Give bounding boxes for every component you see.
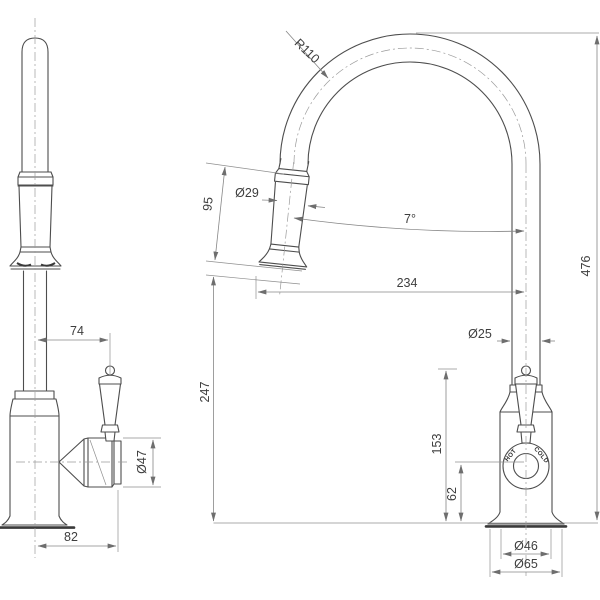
dim-body-diameter-label: Ø46 [514,539,538,553]
front-view: HOT COLD [258,33,568,576]
dim-spout-tube-diameter: Ø25 [468,327,555,344]
dim-spray-head-diameter-label: Ø29 [235,186,259,200]
dim-base-diameter-label: Ø65 [514,557,538,571]
arch-centerline [293,47,527,165]
dim-spout-reach: 234 [255,276,525,299]
spout-riser [511,163,541,386]
dim-overall-height-label: 476 [579,256,593,277]
spray-bell [9,251,62,270]
dim-handle-offset-label: 74 [70,324,84,338]
temperature-dial: HOT COLD [502,442,550,490]
dim-outlet-clearance: 247 [198,274,301,522]
body-cap [9,390,60,417]
lever-shaft [98,383,122,426]
dim-handle-offset: 74 [37,324,111,374]
dim-spray-head-diameter: Ø29 [235,186,326,210]
arch-outer [279,33,541,165]
riser-pipe [22,270,48,392]
spray-head-front [258,158,310,298]
dim-spray-head-length-label: 95 [200,196,215,211]
dim-arc-radius-label: R110 [292,36,323,66]
spray-collar-front [273,167,310,186]
dim-spout-reach-label: 234 [397,276,418,290]
dim-spray-head-length: 95 [200,162,303,272]
dim-dial-centre-height-label: 62 [445,487,459,501]
dim-spout-tube-diameter-label: Ø25 [468,327,492,341]
dim-lever-top-height: 153 [430,368,457,522]
lever-stem [104,431,116,442]
dim-overall-height: 476 [416,32,600,521]
lever-handle-side [98,365,122,442]
aerator-face [16,262,56,267]
dimension-annotations: R110 476 95 Ø29 7° 2 [37,30,600,577]
valve-chamfer-line [89,439,107,486]
dim-lever-top-height-label: 153 [430,434,444,455]
dim-base-diameter: Ø65 [489,529,563,577]
spray-grip [17,185,54,248]
dim-spout-angle-label: 7° [404,212,416,226]
spray-grip-front [270,181,308,248]
spray-centerline [279,161,294,298]
valve-body [58,437,122,488]
arch-inner [307,61,513,165]
lever-collar-front [516,424,536,433]
dim-spout-angle: 7° [293,212,525,234]
side-view [0,18,128,558]
dim-valve-body-diameter: Ø47 [123,437,161,488]
dim-valve-body-diameter-label: Ø47 [135,450,149,474]
lever-collar [100,424,120,433]
spray-leg [278,158,310,173]
dim-body-diameter: Ø46 [500,529,552,559]
spray-collar [17,171,54,186]
body-column [9,415,60,517]
dim-body-depth-label: 82 [64,530,78,544]
dim-arc-radius: R110 [285,30,329,79]
dim-outlet-clearance-label: 247 [198,382,212,403]
dim-dial-centre-height: 62 [445,461,524,522]
spray-band [19,246,52,253]
dim-body-depth: 82 [37,490,119,552]
base-flare [1,515,68,526]
